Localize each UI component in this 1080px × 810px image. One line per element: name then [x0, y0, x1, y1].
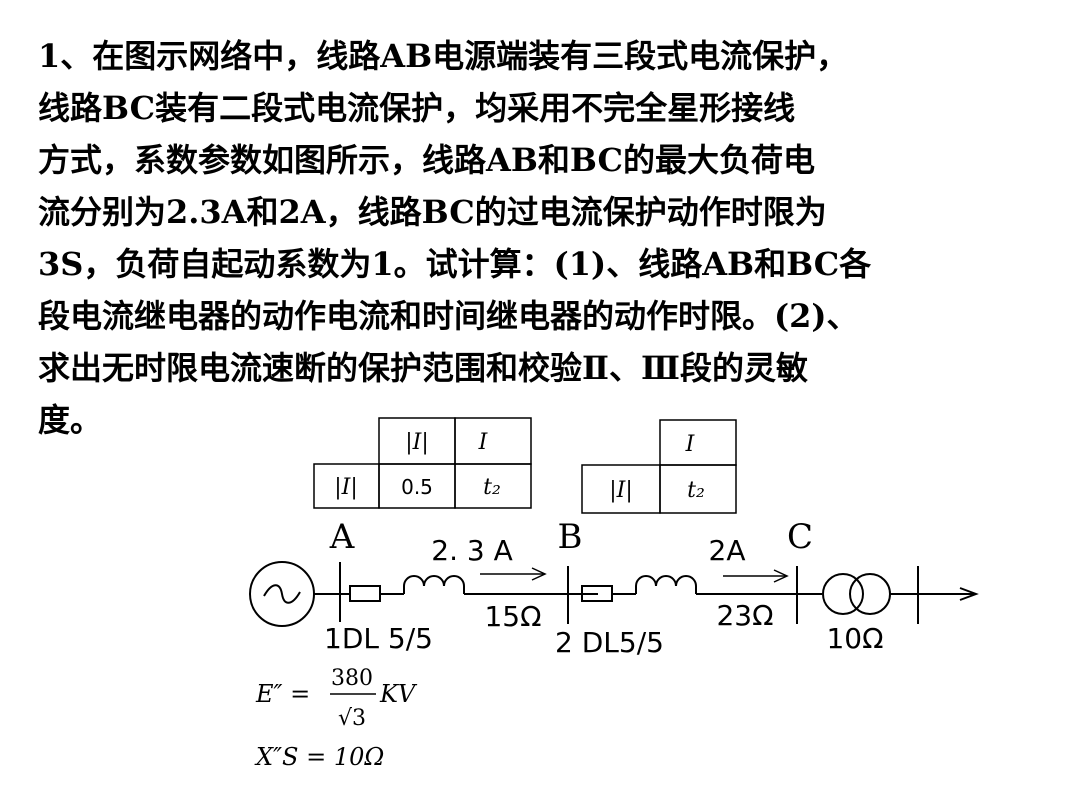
transformer-coil-1 — [822, 573, 864, 615]
problem-line-4: 流分别为2.3A和2A，线路BC的过电流保护动作时限为 — [38, 193, 827, 231]
table-b-r2c2: t₂ — [687, 478, 705, 503]
relay-table-a — [313, 417, 532, 509]
line-bc-impedance: 23Ω — [716, 599, 773, 632]
table-a-cell — [454, 463, 532, 509]
transformer-coil-2 — [849, 573, 891, 615]
load-ab-label: 2. 3 A — [431, 534, 512, 567]
emf-denominator: √3 — [338, 706, 366, 731]
breaker-2-label: 2 DL5/5 — [555, 626, 664, 659]
line-bc-inductor — [635, 575, 697, 594]
problem-line-3: 方式，系数参数如图所示，线路AB和BC的最大负荷电 — [38, 141, 815, 179]
table-a-r1c3: I — [478, 430, 489, 455]
problem-line-1: 1、在图示网络中，线路AB电源端装有三段式电流保护， — [38, 37, 849, 75]
problem-line-2: 线路BC装有二段式电流保护，均采用不完全星形接线 — [38, 89, 796, 127]
problem-line-5: 3S，负荷自起动系数为1。试计算：(1)、线路AB和BC各 — [38, 245, 872, 283]
breaker-1-label: 1DL 5/5 — [324, 622, 433, 655]
table-a-cell — [454, 417, 532, 465]
table-a-r2c2: 0.5 — [401, 475, 433, 499]
table-a-r2c3: t₂ — [483, 475, 501, 500]
line-ab-inductor — [403, 575, 465, 594]
problem-line-7: 求出无时限电流速断的保护范围和校验Ⅱ、Ⅲ段的灵敏 — [38, 349, 808, 387]
node-b-label: B — [558, 517, 583, 557]
problem-line-8: 度。 — [38, 401, 103, 439]
emf-numerator: 380 — [331, 666, 373, 691]
load-bc-label: 2A — [709, 534, 746, 567]
table-b-cell — [659, 419, 737, 466]
table-b-r1c2: I — [685, 432, 696, 457]
table-b-r2c1: |I| — [609, 478, 633, 503]
node-a-label: A — [329, 517, 355, 557]
ac-source-icon — [263, 584, 301, 604]
load-arrow — [959, 587, 979, 601]
load-bc-arrow — [723, 569, 789, 583]
problem-line-6: 段电流继电器的动作电流和时间继电器的动作时限。(2)、 — [38, 297, 859, 335]
table-a-r2c1: |I| — [334, 475, 358, 500]
node-c-label: C — [787, 517, 813, 557]
source-reactance: X″S = 10Ω — [254, 743, 384, 771]
line-ab-impedance: 15Ω — [484, 600, 541, 633]
emf-symbol: E″ = — [255, 680, 310, 708]
relay-table-b — [581, 419, 737, 514]
table-a-r1c2: |I| — [405, 430, 429, 455]
breaker-1 — [349, 585, 381, 602]
table-b-cell — [659, 464, 737, 514]
load-ab-arrow — [480, 567, 547, 581]
feeder-line — [249, 561, 979, 627]
emf-unit: KV — [379, 680, 418, 708]
problem-statement: 1、在图示网络中，线路AB电源端装有三段式电流保护， 线路BC装有二段式电流保护… — [38, 30, 1068, 446]
transformer-impedance: 10Ω — [826, 622, 883, 655]
